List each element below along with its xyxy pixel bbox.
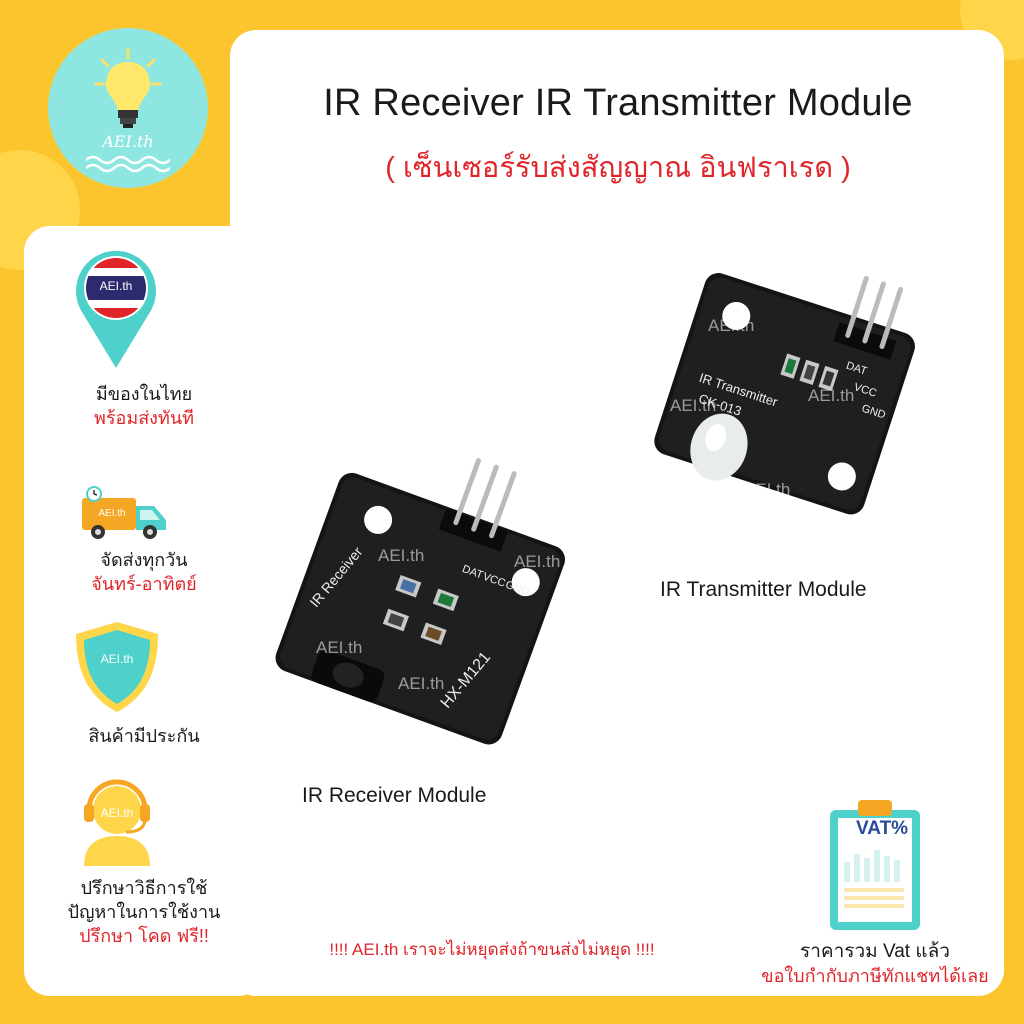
vat-clipboard-icon <box>830 800 920 930</box>
badge-text: AEI.th <box>100 806 134 820</box>
receiver-caption: IR Receiver Module <box>302 784 487 807</box>
feature-line: สินค้ามีประกัน <box>88 726 200 746</box>
vat-info: ราคารวม Vat แล้ว ขอใบกำกับภาษีทักแชทได้เ… <box>730 940 1020 988</box>
feature-line: ปรึกษาวิธีการใช้ <box>80 878 208 898</box>
feature-highlight: พร้อมส่งทันที <box>93 408 195 428</box>
map-pin-thai-flag-icon <box>76 250 156 368</box>
watermark: AEI.th <box>708 316 755 335</box>
feature-line: ปัญหาในการใช้งาน <box>67 902 221 922</box>
badge-text: AEI.th <box>99 279 133 293</box>
watermark: AEI.th <box>808 386 855 405</box>
shield-icon <box>76 622 158 712</box>
page-subtitle: ( เซ็นเซอร์รับส่งสัญญาณ อินฟราเรด ) <box>385 152 851 184</box>
transmitter-caption: IR Transmitter Module <box>660 578 867 601</box>
brand-name: AEI.th <box>102 132 154 151</box>
headset-support-icon <box>84 779 150 866</box>
vat-badge: VAT% <box>856 818 909 839</box>
feature-highlight: ปรึกษา โคด ฟรี!! <box>79 926 209 946</box>
ir-transmitter-module-image: IR Transmitter CK-013 DAT VCC GND <box>654 273 915 515</box>
ir-receiver-module-image: IR Receiver HX-M121 DAT VCC GND <box>275 458 566 745</box>
feature-line: จัดส่งทุกวัน <box>100 550 188 570</box>
watermark: AEI.th <box>316 638 363 657</box>
watermark: AEI.th <box>744 480 791 499</box>
watermark: AEI.th <box>514 552 561 571</box>
badge-text: AEI.th <box>100 652 134 666</box>
brand-logo: AEI.th <box>48 28 208 188</box>
side-panel <box>24 226 264 996</box>
feature-highlight: จันทร์-อาทิตย์ <box>91 574 197 594</box>
page-title: IR Receiver IR Transmitter Module <box>323 82 913 124</box>
delivery-truck-icon <box>82 486 166 539</box>
vat-highlight: ขอใบกำกับภาษีทักแชทได้เลย <box>761 966 989 986</box>
feature-support: ปรึกษาวิธีการใช้ ปัญหาในการใช้งาน ปรึกษา… <box>24 876 264 948</box>
feature-delivery: จัดส่งทุกวัน จันทร์-อาทิตย์ <box>24 548 264 596</box>
badge-text: AEI.th <box>98 508 126 519</box>
light-bulb-icon <box>94 48 162 128</box>
watermark: AEI.th <box>670 396 717 415</box>
feature-line: มีของในไทย <box>95 384 193 404</box>
watermark: AEI.th <box>398 674 445 693</box>
feature-stock: มีของในไทย พร้อมส่งทันที <box>24 382 264 430</box>
watermark: AEI.th <box>378 546 425 565</box>
feature-warranty: สินค้ามีประกัน <box>24 724 264 748</box>
footer-note: !!!! AEI.th เราจะไม่หยุดส่งถ้าขนส่งไม่หย… <box>329 940 655 959</box>
wave-icon <box>86 155 170 173</box>
vat-line: ราคารวม Vat แล้ว <box>800 941 950 962</box>
